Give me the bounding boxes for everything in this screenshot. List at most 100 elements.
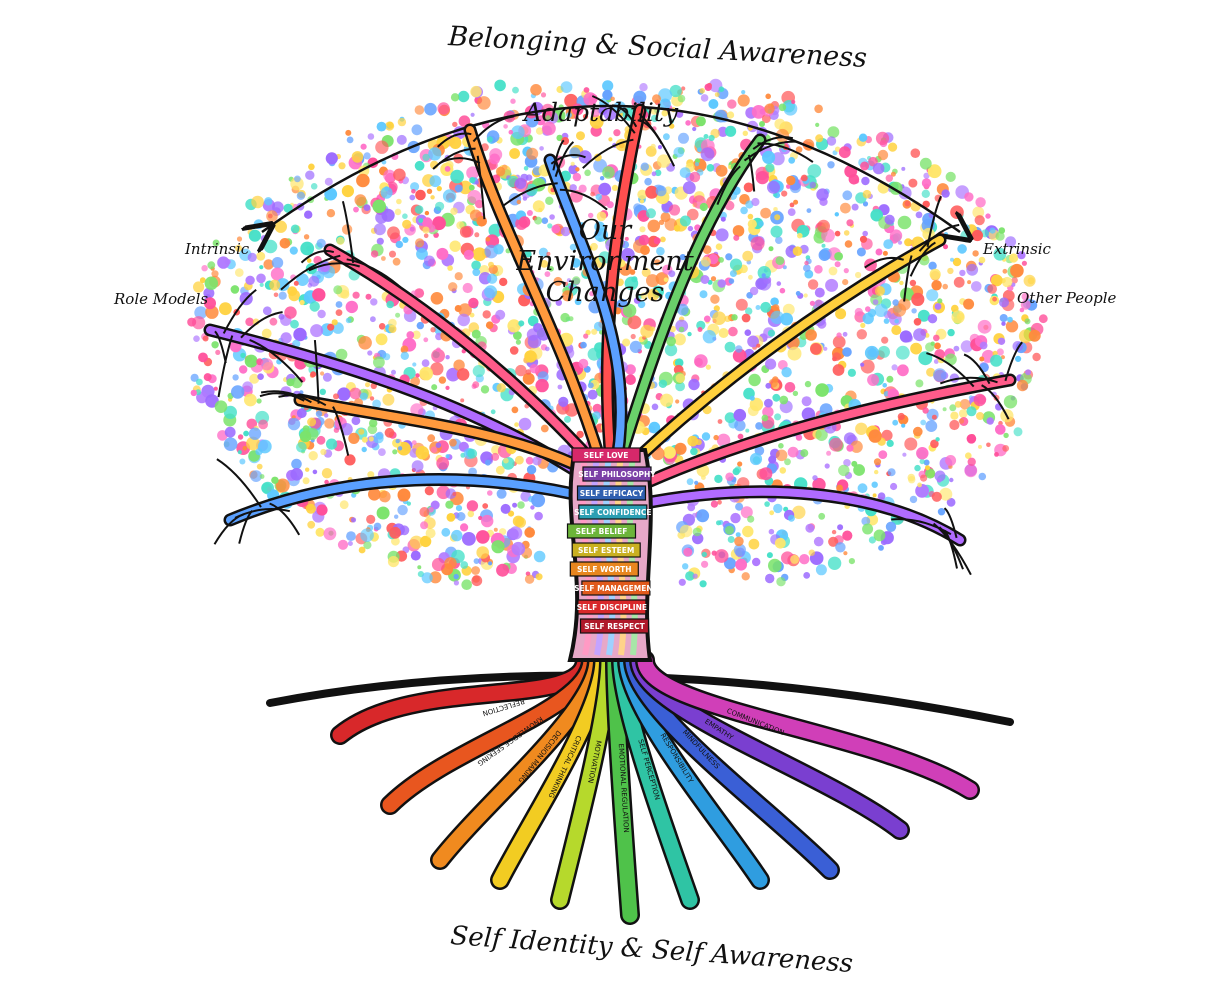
canopy-dot	[215, 349, 221, 355]
canopy-dot	[485, 321, 494, 330]
canopy-dot	[471, 260, 481, 271]
canopy-dot	[347, 541, 353, 546]
canopy-dot	[805, 523, 815, 533]
canopy-dot	[244, 354, 258, 368]
canopy-dot	[732, 225, 745, 237]
canopy-dot	[718, 86, 725, 92]
canopy-dot	[310, 371, 317, 378]
canopy-dot	[995, 424, 1006, 435]
canopy-dot	[804, 380, 812, 388]
canopy-dot	[253, 219, 264, 230]
canopy-dot	[578, 358, 589, 369]
canopy-dot	[804, 260, 809, 266]
twig	[612, 104, 638, 128]
canopy-dot	[414, 288, 425, 298]
canopy-dot	[843, 459, 851, 467]
canopy-dot	[686, 478, 694, 486]
canopy-dot	[675, 373, 686, 384]
canopy-dot	[878, 450, 888, 459]
canopy-dot	[324, 187, 338, 201]
canopy-dot	[728, 278, 735, 284]
canopy-dot	[732, 468, 740, 476]
canopy-dot	[232, 374, 239, 381]
canopy-dot	[889, 229, 903, 242]
adaptability-label: Adaptability	[524, 98, 679, 127]
canopy-dot	[683, 547, 693, 557]
canopy-dot	[256, 251, 266, 261]
canopy-dot	[372, 199, 387, 214]
canopy-dot	[306, 258, 312, 263]
canopy-dot	[509, 148, 520, 159]
canopy-dot	[445, 385, 450, 390]
canopy-dot	[772, 393, 781, 402]
twig	[926, 352, 975, 388]
canopy-dot	[535, 127, 544, 135]
canopy-dot	[934, 303, 942, 310]
canopy-dot	[685, 120, 691, 126]
canopy-dot	[613, 129, 621, 137]
canopy-dot	[423, 337, 429, 343]
canopy-dot	[697, 147, 702, 153]
canopy-dot	[570, 161, 575, 166]
canopy-dot	[755, 166, 769, 181]
canopy-dot	[685, 571, 695, 581]
canopy-dot	[454, 272, 463, 281]
canopy-dot	[372, 399, 381, 409]
canopy-dot	[260, 358, 273, 371]
canopy-dot	[223, 437, 238, 452]
canopy-dot	[957, 244, 967, 254]
canopy-dot	[875, 131, 890, 145]
canopy-dot	[383, 353, 391, 361]
branch	[616, 136, 764, 464]
canopy-dot	[735, 558, 747, 571]
canopy-dot	[441, 527, 451, 537]
canopy-dot	[346, 136, 354, 144]
canopy-dot	[602, 80, 614, 92]
canopy-dot	[851, 460, 858, 467]
canopy-dot	[919, 458, 925, 465]
canopy-dot	[678, 578, 686, 586]
trunk-tag-label: SELF CONFIDENCE	[574, 508, 651, 517]
twig	[278, 394, 327, 407]
center-line-3: Changes	[545, 277, 665, 308]
canopy-dot	[805, 329, 817, 341]
canopy-dot	[569, 184, 577, 192]
canopy-dot	[367, 424, 378, 435]
canopy-dot	[598, 182, 612, 196]
canopy-dot	[817, 219, 830, 233]
canopy-dot	[742, 130, 748, 136]
canopy-dot	[411, 124, 423, 136]
canopy-dot	[602, 89, 613, 101]
canopy-dot	[897, 215, 912, 230]
canopy-dot	[486, 273, 498, 284]
canopy-dot	[540, 424, 549, 433]
canopy-dot	[453, 573, 459, 580]
canopy-dot	[384, 427, 395, 438]
canopy-dot	[774, 214, 781, 221]
canopy-dot	[922, 407, 929, 414]
canopy-dot	[1001, 321, 1006, 326]
canopy-dot	[855, 271, 862, 279]
twig	[926, 195, 942, 247]
canopy-dot	[535, 573, 543, 581]
canopy-dot	[291, 458, 302, 470]
canopy-dot	[376, 121, 387, 132]
canopy-dot	[450, 207, 458, 215]
canopy-dot	[411, 460, 424, 473]
canopy-dot	[951, 310, 965, 324]
twig	[716, 165, 741, 205]
canopy-dot	[675, 319, 689, 333]
canopy-dot	[431, 557, 446, 572]
canopy-dot	[414, 205, 424, 214]
canopy-dot	[971, 229, 984, 242]
other-people-label: Other People	[1017, 289, 1117, 307]
canopy-dot	[645, 185, 659, 199]
canopy-dot	[843, 432, 856, 445]
canopy-dot	[930, 341, 935, 346]
canopy-dot	[201, 265, 208, 272]
canopy-dot	[949, 419, 960, 431]
canopy-dot	[668, 204, 681, 216]
canopy-dot	[395, 312, 401, 318]
canopy-dot	[293, 280, 299, 286]
canopy-dot	[257, 373, 264, 381]
